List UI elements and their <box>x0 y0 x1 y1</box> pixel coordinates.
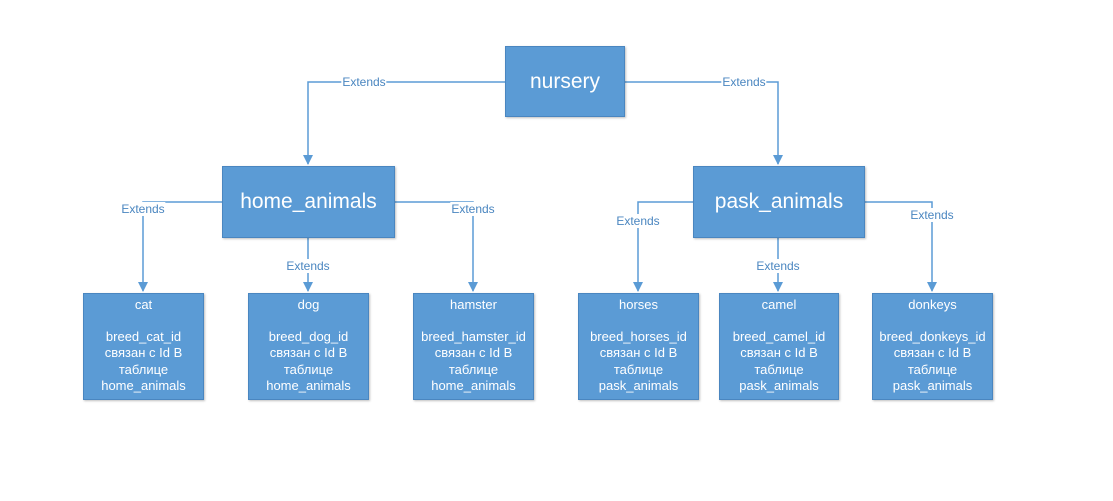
connector-nursery-home-animals <box>303 81 505 165</box>
node-dog-title: dog <box>297 297 320 312</box>
node-pask-animals: pask_animals <box>693 166 865 238</box>
node-donkeys-line: pask_animals <box>892 377 973 393</box>
connector-pask-animals-donkeys <box>865 201 937 292</box>
node-camel-title: camel <box>761 297 797 312</box>
node-horses-title: horses <box>618 297 659 312</box>
node-dog-line: home_animals <box>266 377 351 393</box>
node-hamster-line: home_animals <box>431 377 516 393</box>
node-horses: horses breed_horses_id связан с Id В таб… <box>578 293 699 400</box>
node-cat-title: cat <box>134 297 153 312</box>
node-camel-line: pask_animals <box>739 377 819 393</box>
node-donkeys: donkeys breed_donkeys_id связан с Id В т… <box>872 293 993 400</box>
node-nursery-label: nursery <box>529 69 601 93</box>
node-camel-line: таблице <box>754 361 804 377</box>
edge-label-hamster: Extends <box>450 202 496 216</box>
edge-label-dog: Extends <box>285 259 331 273</box>
node-horses-line: breed_horses_id <box>590 329 687 345</box>
node-horses-line: связан с Id В <box>599 345 678 361</box>
edge-label-cat: Extends <box>120 202 166 216</box>
node-donkeys-line: связан с Id В <box>893 345 972 361</box>
node-camel-line: связан с Id В <box>740 345 818 361</box>
node-hamster-title: hamster <box>450 297 497 312</box>
node-hamster: hamster breed_hamster_id связан с Id В т… <box>413 293 534 400</box>
node-donkeys-line: breed_donkeys_id <box>879 329 986 345</box>
node-horses-line: pask_animals <box>598 377 679 393</box>
node-nursery: nursery <box>505 46 625 117</box>
node-home-animals-label: home_animals <box>240 190 377 213</box>
node-hamster-line: связан с Id В <box>434 345 513 361</box>
node-hamster-line: таблице <box>448 361 499 377</box>
connector-nursery-pask-animals <box>625 81 783 165</box>
edge-label-horses: Extends <box>615 214 661 228</box>
node-dog-line: breed_dog_id <box>268 329 349 345</box>
node-donkeys-title: donkeys <box>908 297 957 312</box>
node-cat: cat breed_cat_id связан с Id В таблице h… <box>83 293 204 400</box>
node-donkeys-line: таблице <box>907 361 958 377</box>
node-cat-line: breed_cat_id <box>105 329 182 345</box>
node-horses-line: таблице <box>613 361 664 377</box>
node-dog-line: таблице <box>283 361 334 377</box>
node-camel-line: breed_camel_id <box>732 329 826 345</box>
edge-label-nursery-home-animals: Extends <box>341 75 387 89</box>
node-cat-line: таблице <box>118 361 169 377</box>
edge-label-nursery-pask-animals: Extends <box>721 75 767 89</box>
node-cat-line: связан с Id В <box>104 345 183 361</box>
node-cat-line: home_animals <box>101 377 186 393</box>
node-home-animals: home_animals <box>222 166 395 238</box>
node-dog-line: связан с Id В <box>269 345 348 361</box>
edge-label-camel: Extends <box>755 259 801 273</box>
node-hamster-line: breed_hamster_id <box>421 329 526 345</box>
node-pask-animals-label: pask_animals <box>714 190 844 213</box>
connector-pask-animals-horses <box>633 201 693 292</box>
node-dog: dog breed_dog_id связан с Id В таблице h… <box>248 293 369 400</box>
node-camel: camel breed_camel_id связан с Id В табли… <box>719 293 839 400</box>
edge-label-donkeys: Extends <box>909 208 955 222</box>
